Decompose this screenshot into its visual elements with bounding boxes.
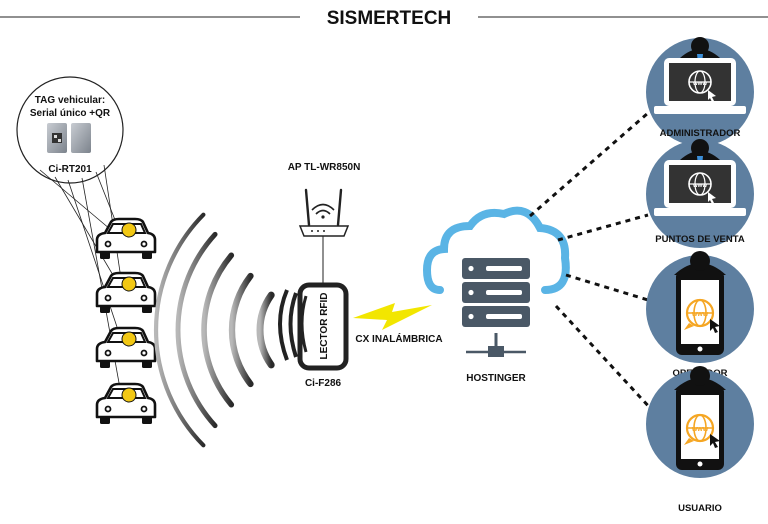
car-icon [95, 271, 157, 313]
page-title: SISMERTECH [327, 8, 452, 29]
lightning-icon [353, 303, 432, 330]
cursor-icon [710, 434, 720, 448]
server-label: HOSTINGER [466, 373, 526, 384]
www-label: www [691, 426, 709, 433]
rfid-reader: LECTOR RFID Ci-F286 [278, 282, 349, 389]
rf-wave-arc [153, 212, 206, 448]
reader-device-text: LECTOR RFID [319, 292, 330, 359]
user-role-label: USUARIO [678, 503, 722, 514]
user-role-label: PUNTOS DE VENTA [655, 234, 745, 245]
cursor-icon [708, 90, 716, 102]
tag-card-icon [71, 123, 91, 153]
vehicles [95, 217, 157, 424]
cloud-icon [422, 206, 570, 294]
car-icon [95, 382, 157, 424]
person-head [690, 366, 710, 386]
cursor-icon [710, 319, 720, 333]
wifi-icon [311, 203, 335, 211]
rf-wave-arc [256, 291, 275, 369]
rfid-tag-icon [121, 387, 137, 403]
tag-caption-line2: Serial único +QR [30, 108, 111, 119]
car-icon [95, 326, 157, 368]
user-phone-icon: wwwOPERADOR [646, 251, 754, 379]
rfid-tag-icon [121, 222, 137, 238]
access-point-router: AP TL-WR850N [288, 162, 361, 285]
www-label: www [692, 183, 707, 189]
rf-wave-arc [175, 231, 218, 429]
wireless-link: CX INALÁMBRICA [353, 303, 443, 345]
person-head [690, 251, 710, 271]
ap-label: AP TL-WR850N [288, 162, 361, 173]
www-label: www [692, 81, 707, 87]
tag-caption-line1: TAG vehicular: [35, 95, 105, 106]
laptop-base [654, 106, 746, 114]
www-label: www [691, 311, 709, 318]
rf-wave-arc [228, 272, 254, 388]
rf-wave-arc [201, 252, 235, 408]
rfid-tag-icon [121, 331, 137, 347]
rfid-signal-icon [300, 295, 308, 353]
reader-model: Ci-F286 [305, 378, 342, 389]
server-icon [462, 258, 530, 327]
tag-model: Ci-RT201 [48, 164, 92, 175]
rf-waves [153, 212, 275, 448]
person-head [691, 139, 709, 157]
person-head [691, 37, 709, 55]
user-links [529, 111, 654, 412]
cloud-server: HOSTINGER [422, 206, 570, 384]
link-label: CX INALÁMBRICA [355, 332, 442, 345]
user-role-label: ADMINISTRADOR [660, 128, 741, 139]
cursor-icon [708, 192, 716, 204]
laptop-base [654, 208, 746, 216]
rfid-tag-icon [121, 276, 137, 292]
tag-bubble: TAG vehicular: Serial único +QR Ci-RT201 [16, 76, 124, 184]
car-icon [95, 217, 157, 259]
